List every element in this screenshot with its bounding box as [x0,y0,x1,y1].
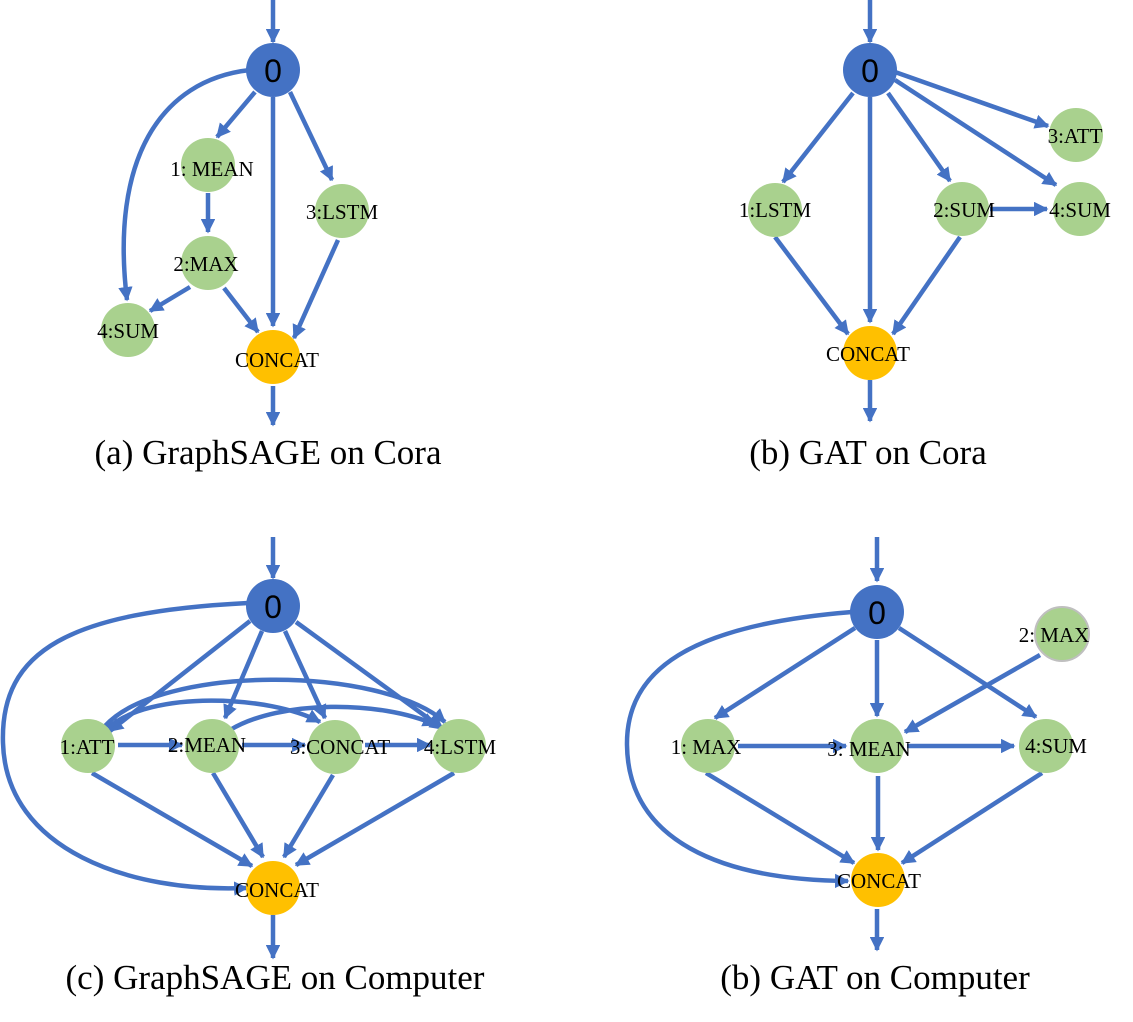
edge [106,698,322,730]
operation-node-label: 1:LSTM [739,198,812,222]
edge [211,771,265,859]
operation-node-label: 4:SUM [1049,198,1111,222]
operation-node-label: 1:ATT [60,735,115,759]
input-node [843,43,897,97]
edge [291,239,341,340]
panel-caption: (b) GAT on Computer [720,958,1030,997]
panel-caption: (c) GraphSAGE on Computer [66,958,485,997]
operation-node [315,184,369,238]
concat-node [246,330,300,384]
edge [893,78,1058,187]
operation-node [181,138,235,192]
panel-b: 0 3:ATT 1:LSTM 2:SUM 4:SUM CONCAT (b) GA… [739,0,1111,472]
panel-a-edges [118,0,341,427]
panel-caption: (b) GAT on Cora [749,433,987,472]
edge [282,773,335,859]
panel-c-edges [0,537,456,960]
input-node-label: 0 [264,53,282,89]
operation-node [1034,606,1090,662]
edge [222,630,265,720]
concat-node [851,853,905,907]
operation-node-label: 4:SUM [97,319,159,343]
input-node [246,579,300,633]
panel-c: 0 1:ATT 2:MEAN 3:CONCAT 4:LSTM CONCAT (c… [0,537,497,997]
edge [624,609,853,889]
operation-node-label: 4:LSTM [424,735,497,759]
concat-node-label: CONCAT [837,869,921,893]
panel-d-edges [624,537,1044,952]
operation-node [185,719,239,773]
panel-a: 0 1: MEAN 2:MAX 3:LSTM 4:SUM CONCAT (a) … [95,0,442,472]
edge [900,771,1044,865]
edge [294,771,456,867]
operation-node-label: 3:LSTM [306,200,379,224]
edge [294,620,445,731]
operation-node-label: 2:MAX [173,252,238,276]
operation-node [181,236,235,290]
concat-node-label: CONCAT [235,348,319,372]
edge [894,69,1050,129]
edge [282,630,328,720]
concat-node-label: CONCAT [826,342,910,366]
operation-node [1049,108,1103,162]
input-node-label: 0 [868,595,886,631]
edge [215,90,257,139]
edge [886,91,952,183]
operation-node-label: 1: MAX [671,735,742,759]
edge [704,771,856,865]
edge [103,677,447,728]
edge [0,600,249,896]
operation-node-label: 3:CONCAT [290,735,391,759]
concat-node [246,861,300,915]
operation-node [1019,719,1073,773]
operation-node-label: 1: MEAN [170,157,253,181]
edge [773,235,850,336]
edge [90,771,254,868]
edge [118,67,251,302]
panel-caption: (a) GraphSAGE on Cora [95,433,442,472]
edge [222,286,260,334]
operation-node-label: 3: MEAN [827,737,910,761]
edge [713,626,857,720]
operation-node-label: 4:SUM [1025,734,1087,758]
operation-node-label: 3:ATT [1048,124,1103,148]
edge [903,653,1042,734]
edge [891,235,962,336]
operation-node-label: 2: MAX [1019,623,1090,647]
edge [781,91,855,184]
operation-node [748,183,802,237]
operation-node [432,719,486,773]
input-node [246,43,300,97]
edge [228,704,438,732]
operation-node [935,182,989,236]
edge [287,91,335,182]
operation-node [681,719,735,773]
concat-node [843,326,897,380]
operation-node [61,719,115,773]
operation-node-label: 2:MEAN [168,733,246,757]
input-node [850,585,904,639]
operation-node [850,719,904,773]
edge [148,285,192,313]
panel-b-edges [773,0,1058,423]
concat-node-label: CONCAT [235,878,319,902]
operation-node [101,303,155,357]
input-node-label: 0 [264,589,282,625]
operation-node [308,720,362,774]
input-node-label: 0 [861,53,879,89]
operation-node [1053,182,1107,236]
operation-node-label: 2:SUM [933,198,995,222]
panel-d: 0 2: MAX 1: MAX 3: MEAN 4:SUM CONCAT (b)… [624,537,1090,997]
edge [897,626,1038,719]
